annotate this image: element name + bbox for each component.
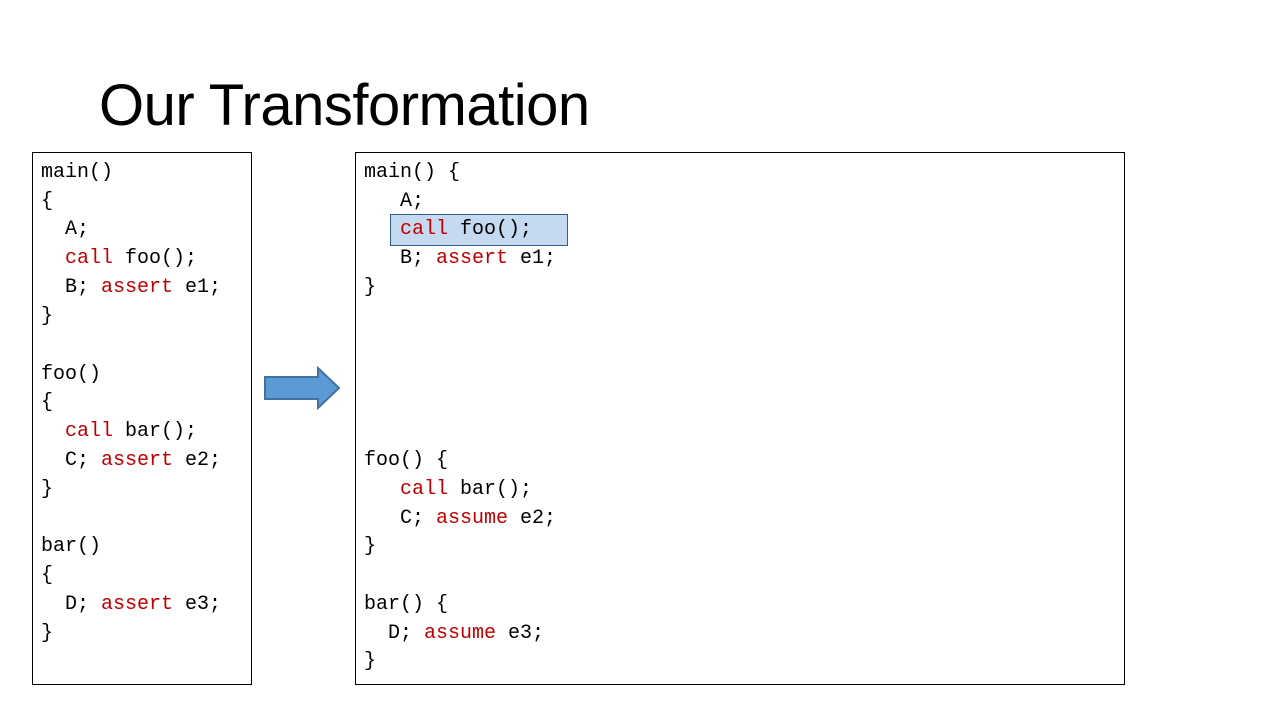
transformed-foo-call-bar: call bar(); [364, 478, 533, 501]
original-bar-assert-e3: D; assert e3; [41, 593, 222, 616]
original-main-open-brace: { [41, 190, 54, 213]
call-keyword: call [364, 218, 449, 241]
current-call-highlight [390, 214, 568, 246]
transformed-main-call-foo: call foo(); [364, 218, 533, 241]
original-foo-close-brace: } [41, 478, 54, 501]
original-foo-call-bar: call bar(); [41, 420, 198, 443]
assert-keyword: assert [101, 276, 174, 299]
assume-keyword: assume [436, 507, 509, 530]
transformed-foo-signature: foo() { [364, 449, 449, 472]
transformed-bar-assume-e3: D; assume e3; [364, 622, 545, 645]
assert-keyword: assert [101, 449, 174, 472]
original-main-call-foo: call foo(); [41, 247, 198, 270]
transformed-bar-signature: bar() { [364, 593, 449, 616]
original-main-signature: main() [41, 161, 114, 184]
transformed-main-close-brace: } [364, 276, 377, 299]
right-arrow-icon [264, 366, 341, 410]
original-foo-signature: foo() [41, 363, 102, 386]
original-main-assert-e1: B; assert e1; [41, 276, 222, 299]
assert-keyword: assert [436, 247, 509, 270]
transformed-bar-close-brace: } [364, 650, 377, 673]
original-code-box [32, 152, 252, 685]
transformed-main-stmt-a: A; [364, 190, 425, 213]
call-keyword: call [41, 247, 114, 270]
original-foo-assert-e2: C; assert e2; [41, 449, 222, 472]
original-foo-open-brace: { [41, 391, 54, 414]
original-bar-close-brace: } [41, 622, 54, 645]
transformed-foo-assume-e2: C; assume e2; [364, 507, 557, 530]
assert-keyword: assert [101, 593, 174, 616]
transformed-main-assert-e1: B; assert e1; [364, 247, 557, 270]
call-keyword: call [364, 478, 449, 501]
original-main-close-brace: } [41, 305, 54, 328]
transformed-foo-close-brace: } [364, 535, 377, 558]
original-bar-open-brace: { [41, 564, 54, 587]
original-bar-signature: bar() [41, 535, 102, 558]
transformed-main-signature: main() { [364, 161, 461, 184]
call-keyword: call [41, 420, 114, 443]
original-main-stmt-a: A; [41, 218, 90, 241]
assume-keyword: assume [424, 622, 497, 645]
slide-title: Our Transformation [99, 73, 590, 138]
